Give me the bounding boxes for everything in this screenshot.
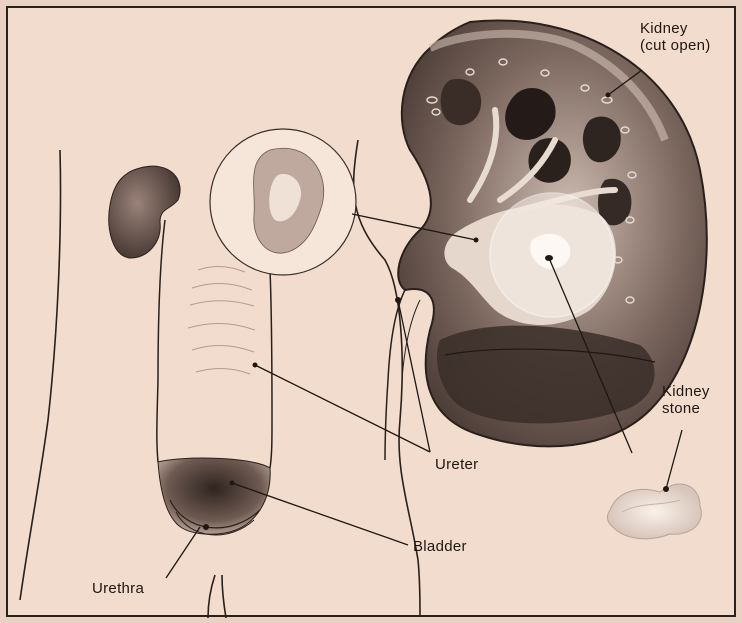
kidney-stone-illustration bbox=[607, 484, 701, 539]
zoom-circle bbox=[210, 129, 356, 275]
motion-lines bbox=[188, 266, 255, 374]
ureter-leader-line-left bbox=[255, 365, 430, 452]
bladder-leader-line bbox=[232, 483, 408, 545]
small-kidney bbox=[109, 166, 180, 258]
label-kidney-cut-open: Kidney (cut open) bbox=[640, 20, 711, 54]
large-kidney-cross-section bbox=[385, 20, 707, 460]
label-ureter: Ureter bbox=[435, 456, 478, 473]
urethra-leader-line bbox=[166, 527, 200, 578]
kidney-stone-leader-line bbox=[666, 430, 682, 489]
bladder bbox=[158, 458, 270, 535]
label-bladder: Bladder bbox=[413, 538, 467, 555]
label-kidney-stone: Kidney stone bbox=[662, 383, 710, 417]
label-urethra: Urethra bbox=[92, 580, 144, 597]
